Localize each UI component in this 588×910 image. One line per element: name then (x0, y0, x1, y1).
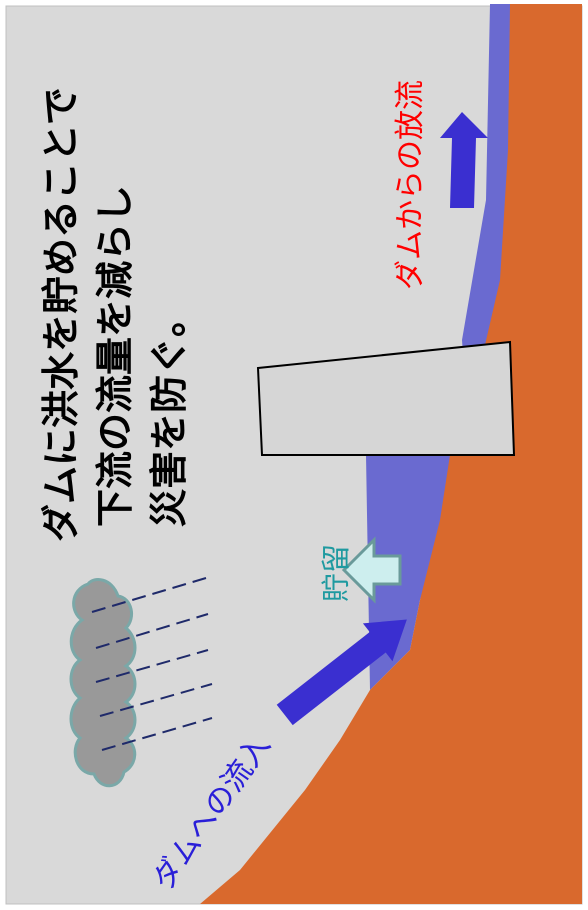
rain-cloud-icon (69, 578, 137, 788)
headline-line-2: 下流の流量を減らし (93, 185, 137, 527)
storage-arrow-icon (341, 536, 402, 604)
headline-line-1: ダムに洪水を貯めることで (39, 87, 83, 542)
outflow-arrow-icon (440, 112, 488, 208)
outflow-label: ダムからの放流 (393, 80, 428, 290)
storage-label: 貯留 (319, 544, 353, 602)
headline-line-3: 災害を防ぐ。 (147, 299, 191, 527)
dam-body (256, 340, 516, 456)
reservoir-water (366, 4, 510, 690)
rain-lines (91, 577, 213, 751)
inflow-arrow-icon (276, 619, 407, 726)
terrain-ground (200, 4, 582, 904)
